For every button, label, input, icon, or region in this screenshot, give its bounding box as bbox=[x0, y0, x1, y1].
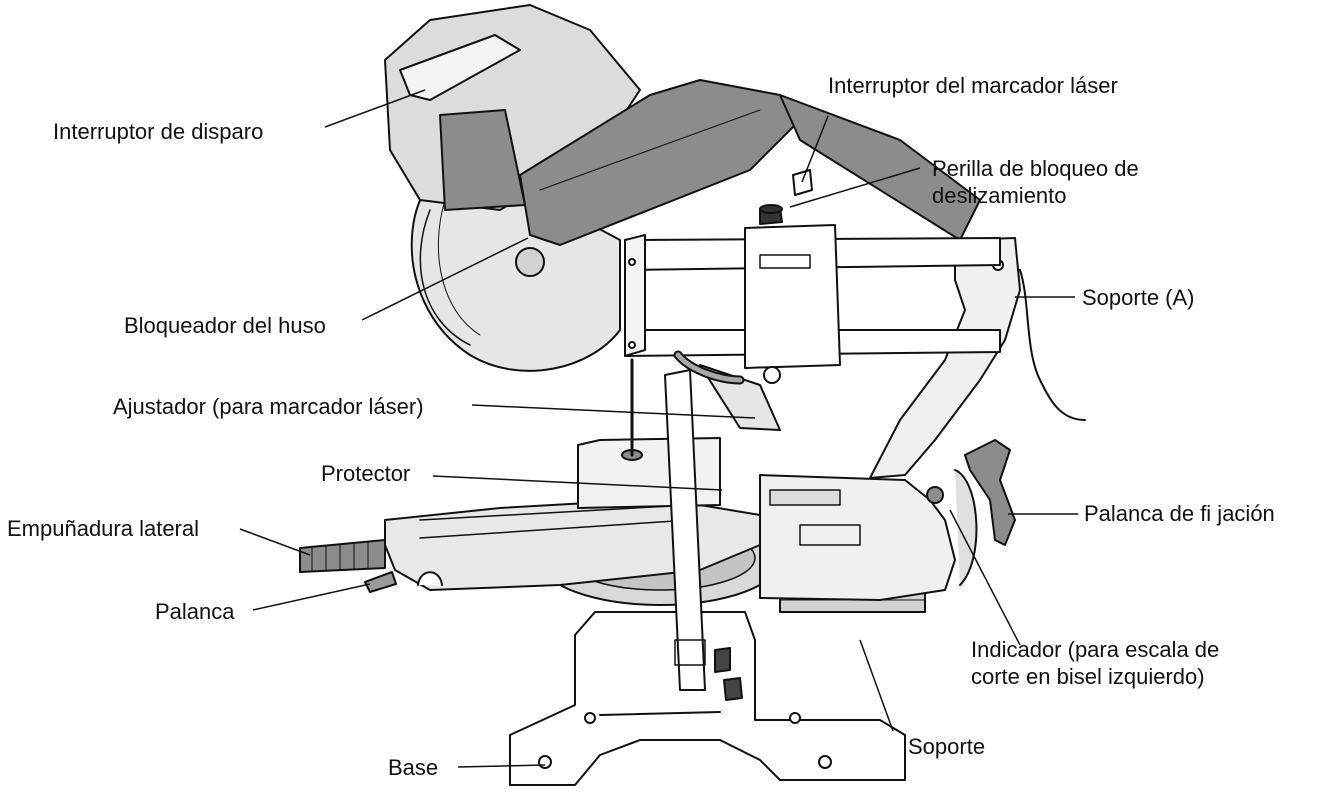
lever-handle bbox=[364, 571, 397, 593]
label-palanca: Palanca bbox=[155, 599, 235, 624]
label-perilla-bloqueo-line1: Perilla de bloqueo de bbox=[932, 156, 1139, 181]
label-soporte-a: Soporte (A) bbox=[1082, 285, 1195, 310]
label-indicador: Indicador (para escala de corte en bisel… bbox=[971, 636, 1219, 690]
label-indicador-line1: Indicador (para escala de bbox=[971, 637, 1220, 662]
base bbox=[509, 611, 906, 786]
label-interruptor-disparo: Interruptor de disparo bbox=[53, 119, 264, 144]
support-arm bbox=[869, 237, 1021, 479]
pivot-block bbox=[577, 437, 721, 509]
right-base-housing bbox=[759, 474, 956, 601]
trigger-handle bbox=[399, 34, 521, 101]
label-base: Base bbox=[388, 755, 439, 780]
slide-carriage bbox=[744, 224, 841, 369]
label-ajustador: Ajustador (para marcador láser) bbox=[113, 394, 424, 419]
laser-switch bbox=[792, 169, 813, 196]
label-bloqueador-huso: Bloqueador del huso bbox=[124, 313, 326, 338]
label-palanca-fijacion: Palanca de fi jación bbox=[1084, 501, 1275, 526]
label-interruptor-laser: Interruptor del marcador láser bbox=[828, 73, 1118, 98]
label-perilla-bloqueo: Perilla de bloqueo de deslizamiento bbox=[932, 155, 1139, 209]
protector-plate bbox=[664, 369, 706, 691]
label-empunadura-lateral: Empuñadura lateral bbox=[7, 516, 200, 541]
label-protector: Protector bbox=[321, 461, 411, 486]
label-indicador-line2: corte en bisel izquierdo) bbox=[971, 664, 1205, 689]
label-perilla-bloqueo-line2: deslizamiento bbox=[932, 183, 1067, 208]
label-soporte: Soporte bbox=[908, 734, 986, 759]
side-grip bbox=[299, 539, 386, 573]
fixing-lever bbox=[964, 439, 1016, 546]
